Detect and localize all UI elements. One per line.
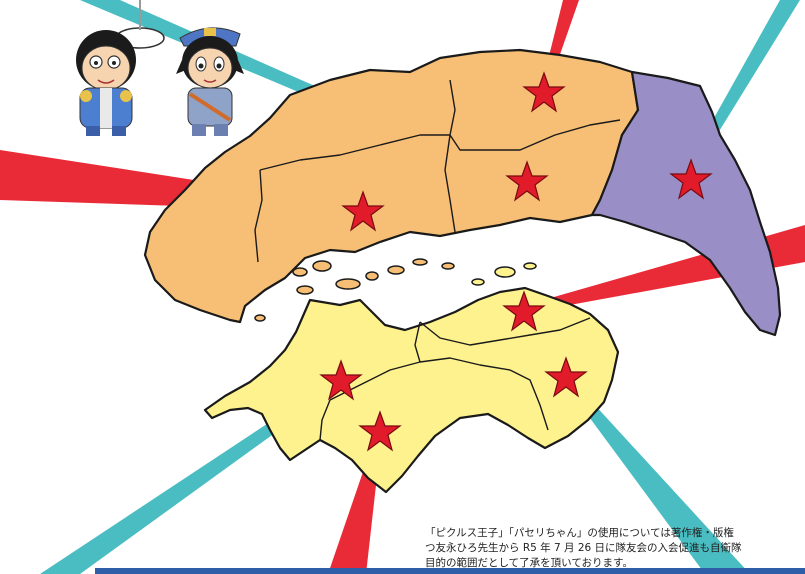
- island: [441, 262, 455, 270]
- chugoku-landmass: [143, 48, 640, 324]
- island: [296, 285, 314, 295]
- island: [387, 265, 405, 275]
- star-marker-icon: [358, 410, 402, 452]
- prefecture-border-tokushima-kochi: [509, 369, 549, 431]
- prefecture-border-kochi-west: [319, 399, 331, 441]
- prefecture-border-hiroshima: [259, 159, 301, 171]
- shikoku-landmass: [203, 286, 620, 494]
- island: [254, 314, 266, 322]
- character-usage-notice: 「ピクルス王子」「パセリちゃん」の使用については著作権・版権 つ友永ひろ先生から…: [425, 526, 805, 571]
- pickles-prince-and-paseri-chan-illustration: [76, 0, 244, 136]
- prefecture-border-kagawa-tokushima: [419, 317, 591, 346]
- star-marker-icon: [502, 290, 546, 332]
- star-marker-icon: [341, 190, 385, 232]
- island: [335, 278, 361, 290]
- prefecture-border-okayama: [444, 134, 456, 233]
- island: [471, 278, 485, 286]
- notice-line-3: 目的の範囲だとして了承を頂いております。: [425, 557, 634, 569]
- prefecture-border-ehime-kagawa: [414, 321, 421, 363]
- prefecture-border-shimane: [299, 134, 450, 161]
- ray-teal-bottom-right: [564, 378, 750, 574]
- star-marker-icon: [669, 158, 713, 200]
- star-marker-icon: [505, 160, 549, 202]
- island: [312, 260, 332, 272]
- hyogo-landmass: [590, 70, 782, 337]
- star-marker-icon: [544, 356, 588, 398]
- shikoku-region: [203, 286, 620, 494]
- prefecture-border-tottori: [449, 79, 621, 151]
- pickles-prince-figure: [76, 0, 165, 136]
- star-markers: [319, 71, 713, 452]
- footer-accent-bar: [95, 568, 805, 574]
- prefecture-border-yamaguchi: [254, 169, 263, 263]
- kansai-region: [590, 70, 782, 337]
- paseri-chan-figure: [176, 27, 244, 136]
- island: [365, 271, 379, 281]
- island: [292, 267, 308, 277]
- star-marker-icon: [319, 359, 363, 401]
- notice-line-2: つ友永ひろ先生から R5 年 7 月 26 日に隊友会の入会促進も自衛隊: [425, 542, 742, 554]
- shikoku-islands: [471, 262, 537, 286]
- island: [523, 262, 537, 270]
- island: [494, 266, 516, 278]
- notice-line-1: 「ピクルス王子」「パセリちゃん」の使用については著作権・版権: [425, 527, 734, 539]
- island: [412, 258, 428, 266]
- inland-sea-islands: [254, 258, 455, 322]
- chugoku-region: [143, 48, 640, 324]
- star-marker-icon: [522, 71, 566, 113]
